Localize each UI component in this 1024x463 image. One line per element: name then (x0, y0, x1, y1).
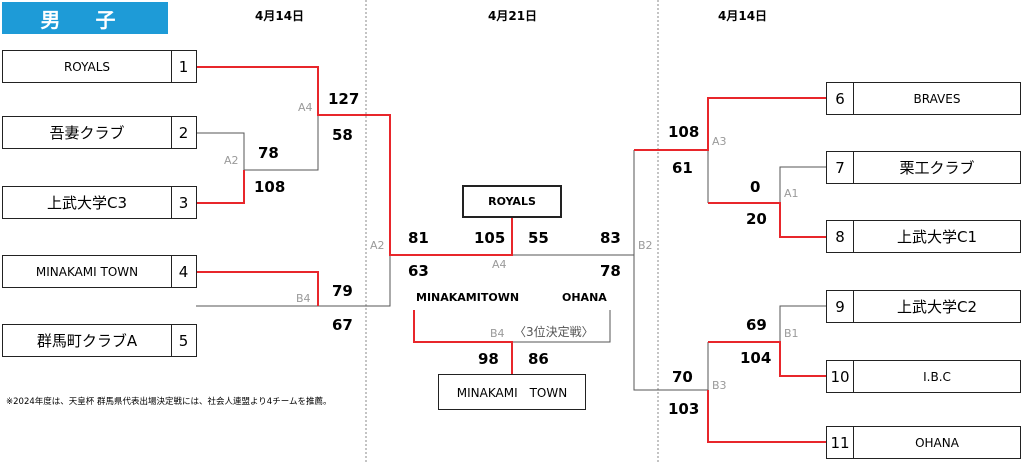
team-box-9: 9 上武大学C2 (826, 290, 1021, 323)
team-name: BRAVES (913, 91, 961, 106)
team-box-7: 7 栗工クラブ (826, 151, 1021, 184)
team-seed: 1 (178, 57, 189, 76)
score-b2s-top: 83 (600, 229, 621, 247)
team-seed: 5 (178, 331, 189, 350)
score-b4l-top: 79 (332, 282, 353, 300)
match-label-b2-semi: B2 (638, 239, 653, 252)
team-box-1: ROYALS 1 (2, 50, 197, 83)
champion-box: ROYALS (462, 185, 562, 218)
team-name: I.B.C (923, 369, 951, 384)
team-box-5: 群馬町クラブA 5 (2, 324, 197, 357)
team-seed: 10 (830, 367, 850, 386)
team-name: 栗工クラブ (899, 159, 975, 177)
team-box-8: 8 上武大学C1 (826, 220, 1021, 253)
team-seed: 7 (835, 158, 845, 177)
score-a4-bottom: 58 (332, 126, 353, 144)
team-seed: 6 (835, 89, 845, 108)
team-seed: 11 (830, 433, 850, 452)
score-b3-bottom: 103 (668, 400, 700, 418)
score-b2s-bottom: 78 (600, 262, 621, 280)
team-seed: 9 (835, 297, 845, 316)
team-name: MINAKAMI TOWN (35, 264, 139, 279)
loser-lines (196, 115, 826, 391)
score-a2l-top: 78 (258, 144, 279, 162)
team-name: OHANA (915, 435, 959, 450)
score-a3-bottom: 61 (672, 159, 693, 177)
match-label-a1: A1 (784, 187, 799, 200)
team-box-4: MINAKAMI TOWN 4 (2, 255, 197, 288)
match-label-a2-semi: A2 (370, 239, 385, 252)
match-label-b3: B3 (712, 379, 727, 392)
team-name: 吾妻クラブ (49, 124, 125, 142)
team-box-6: 6 BRAVES (826, 82, 1021, 115)
score-a2s-bottom: 63 (408, 262, 429, 280)
match-label-final: A4 (492, 258, 507, 271)
match-label-third: B4 (490, 327, 505, 340)
third-place-name: MINAKAMI TOWN (456, 385, 568, 400)
team-seed: 4 (178, 262, 189, 281)
score-a2l-bottom: 108 (254, 178, 286, 196)
score-a1-top: 0 (750, 178, 761, 196)
category-header: 男 子 (2, 2, 168, 34)
score-b4l-bottom: 67 (332, 316, 353, 334)
match-label-a4: A4 (298, 101, 313, 114)
date-left: 4月14日 (255, 9, 305, 23)
team-seed: 3 (178, 193, 189, 212)
third-place-note: 〈3位決定戦〉 (514, 325, 594, 339)
score-final-left: 105 (474, 229, 506, 247)
score-third-left: 98 (478, 350, 499, 368)
champion-name: ROYALS (488, 195, 536, 208)
finalist-left: MINAKAMITOWN (416, 291, 520, 304)
third-place-box: MINAKAMI TOWN (438, 374, 586, 410)
match-label-b1: B1 (784, 327, 799, 340)
team-name: 上武大学C2 (896, 298, 978, 316)
team-box-11: 11 OHANA (826, 426, 1021, 459)
team-name: ROYALS (63, 59, 111, 74)
team-name: 群馬町クラブA (36, 332, 138, 350)
score-b1-top: 69 (746, 316, 767, 334)
team-name: 上武大学C1 (896, 228, 978, 246)
footnote: ※2024年度は、天皇杯 群馬県代表出場決定戦には、社会人連盟より4チームを推薦… (6, 397, 332, 407)
score-a4-top: 127 (328, 90, 360, 108)
score-a1-bottom: 20 (746, 210, 767, 228)
team-seed: 8 (835, 227, 845, 246)
winner-lines (196, 66, 826, 443)
match-label-a3: A3 (712, 135, 727, 148)
team-box-3: 上武大学C3 3 (2, 186, 197, 219)
match-label-b4-left: B4 (296, 292, 311, 305)
score-final-right: 55 (528, 229, 549, 247)
score-a3-top: 108 (668, 123, 700, 141)
team-box-2: 吾妻クラブ 2 (2, 116, 197, 149)
team-seed: 2 (178, 123, 189, 142)
finalist-right: OHANA (562, 291, 607, 304)
score-b1-bottom: 104 (740, 349, 772, 367)
date-center: 4月21日 (488, 9, 538, 23)
score-a2s-top: 81 (408, 229, 429, 247)
team-box-10: 10 I.B.C (826, 360, 1021, 393)
team-name: 上武大学C3 (46, 194, 128, 212)
score-third-right: 86 (528, 350, 549, 368)
date-right: 4月14日 (718, 9, 768, 23)
match-label-a2-left: A2 (224, 154, 239, 167)
score-b3-top: 70 (672, 368, 693, 386)
